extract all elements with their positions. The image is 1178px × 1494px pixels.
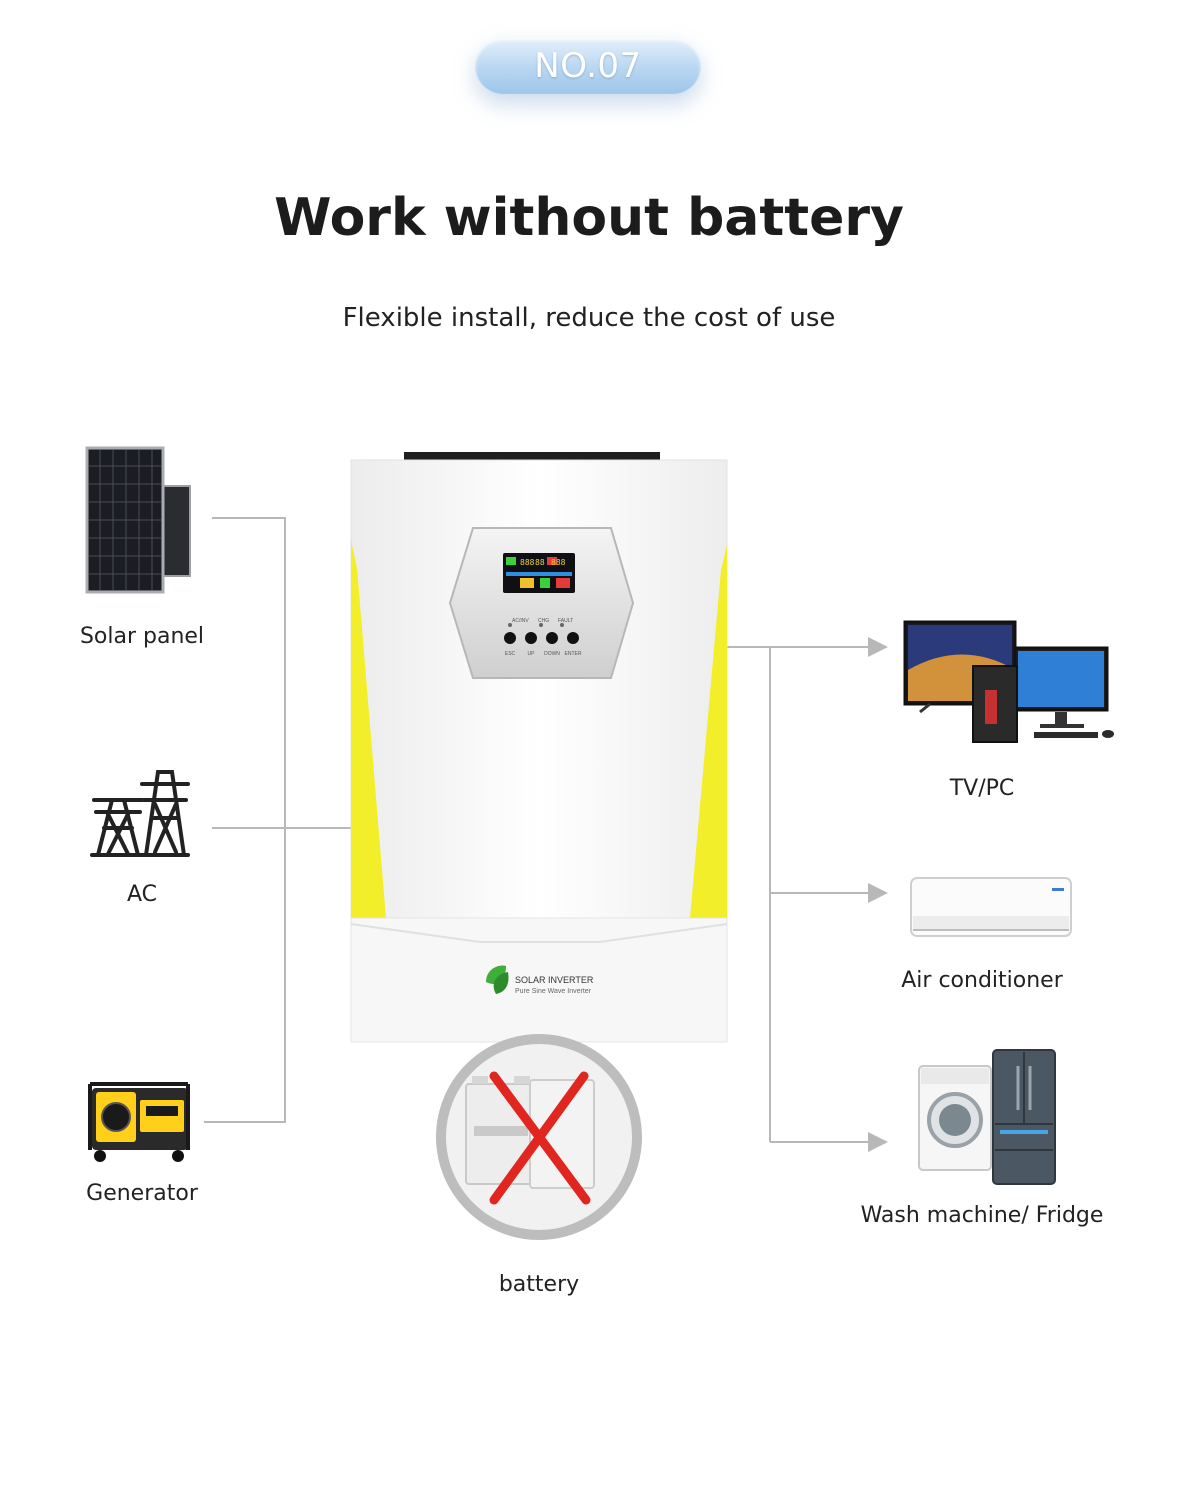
washer-fridge-icon — [919, 1050, 1055, 1184]
input-label-solar-panel: Solar panel — [42, 624, 242, 649]
output-label-tv-pc: TV/PC — [882, 776, 1082, 801]
tv-pc-icon — [905, 622, 1114, 742]
output-label-air-conditioner: Air conditioner — [862, 968, 1102, 993]
input-label-generator: Generator — [42, 1181, 242, 1206]
display-digits-3: 888 — [551, 558, 566, 567]
output-label-washer-fridge: Wash machine/ Fridge — [832, 1203, 1132, 1228]
battery-crossed-icon — [441, 1039, 637, 1235]
input-lines — [204, 518, 353, 1122]
output-lines — [726, 647, 884, 1142]
solar-panel-icon — [87, 448, 190, 592]
inverter-brand: SOLAR INVERTER — [515, 975, 594, 985]
air-conditioner-icon — [911, 878, 1071, 936]
inverter-tagline: Pure Sine Wave Inverter — [515, 988, 592, 995]
display-digits-1: 888 — [520, 558, 535, 567]
button-up-label: UP — [528, 651, 536, 657]
display-digits-2: 88 — [535, 558, 545, 567]
battery-label: battery — [439, 1272, 639, 1297]
inverter-unit — [351, 452, 727, 1042]
power-tower-icon — [92, 772, 188, 855]
button-down-label: DOWN — [544, 651, 560, 657]
indicator-chg: CHG — [538, 618, 549, 624]
generator-icon — [90, 1084, 188, 1162]
indicator-fault: FAULT — [558, 618, 573, 624]
indicator-acinv: AC/INV — [512, 618, 529, 624]
button-esc-label: ESC — [505, 651, 516, 657]
input-label-ac: AC — [42, 882, 242, 907]
button-enter-label: ENTER — [565, 651, 582, 657]
